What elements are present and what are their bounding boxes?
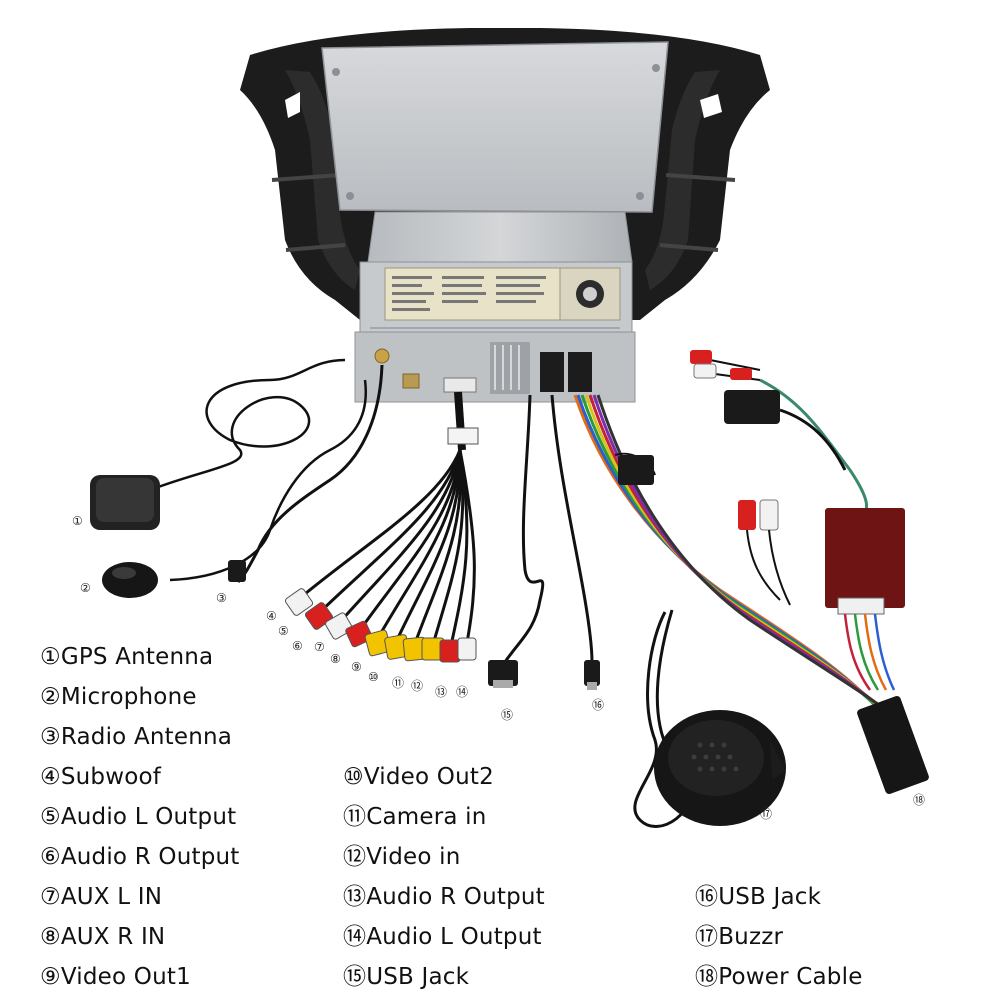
- legend-item-power-cable: ⑱Power Cable: [695, 964, 863, 990]
- screen-back-plate: [321, 41, 669, 213]
- legend-item-gps-antenna: ①GPS Antenna: [40, 644, 214, 670]
- legend-item-audio-l-output-2: ⑭Audio L Output: [343, 924, 542, 950]
- legend-item-video-out2: ⑩Video Out2: [343, 764, 494, 790]
- legend-item-microphone: ②Microphone: [40, 684, 197, 710]
- legend-item-usb-jack-15: ⑮USB Jack: [343, 964, 470, 990]
- callout-10: ⑩: [368, 670, 379, 684]
- callout-8: ⑧: [330, 652, 341, 666]
- gps-antenna: [90, 358, 346, 530]
- legend-item-buzzr: ⑰Buzzr: [695, 924, 784, 950]
- legend-item-subwoof: ④Subwoof: [40, 764, 162, 790]
- callout-18: ⑱: [913, 793, 926, 807]
- legend-item-radio-antenna: ③Radio Antenna: [40, 724, 233, 750]
- legend-item-video-out1: ⑨Video Out1: [40, 964, 191, 990]
- callout-5: ⑤: [278, 624, 289, 638]
- usb-cable-16: [550, 394, 600, 690]
- rca-pair-mid: [738, 499, 791, 606]
- power-harness: [573, 394, 929, 795]
- legend-item-audio-l-output: ⑤Audio L Output: [40, 804, 237, 830]
- rca-harness: [284, 391, 479, 663]
- callout-4: ④: [266, 609, 277, 623]
- callout-11: ⑪: [392, 676, 405, 690]
- legend-item-aux-l-in: ⑦AUX L IN: [40, 884, 163, 910]
- legend-item-aux-r-in: ⑧AUX R IN: [40, 924, 166, 950]
- usb-cable-15: [488, 394, 545, 688]
- legend-item-usb-jack-16: ⑯USB Jack: [695, 884, 822, 910]
- callout-7: ⑦: [314, 640, 325, 654]
- callout-14: ⑭: [456, 685, 469, 699]
- callout-13: ⑬: [435, 685, 448, 699]
- callout-1: ①: [72, 514, 83, 528]
- callout-17: ⑰: [760, 807, 773, 821]
- callout-16: ⑯: [592, 698, 605, 712]
- callout-12: ⑫: [411, 679, 424, 693]
- callout-15: ⑮: [501, 708, 514, 722]
- legend-item-audio-r-output-2: ⑬Audio R Output: [343, 884, 545, 910]
- callout-2: ②: [80, 581, 91, 595]
- rca-pair-top: [690, 350, 869, 522]
- canbus-module: [825, 508, 905, 691]
- callout-9: ⑨: [351, 660, 362, 674]
- legend-item-audio-r-output: ⑥Audio R Output: [40, 844, 240, 870]
- buzzer: [633, 609, 786, 828]
- callout-3: ③: [216, 591, 227, 605]
- legend-item-camera-in: ⑪Camera in: [343, 804, 487, 830]
- radio-antenna-cable: [228, 364, 384, 584]
- callout-6: ⑥: [292, 639, 303, 653]
- radio-chassis: [354, 211, 636, 403]
- legend-item-video-in: ⑫Video in: [343, 844, 461, 870]
